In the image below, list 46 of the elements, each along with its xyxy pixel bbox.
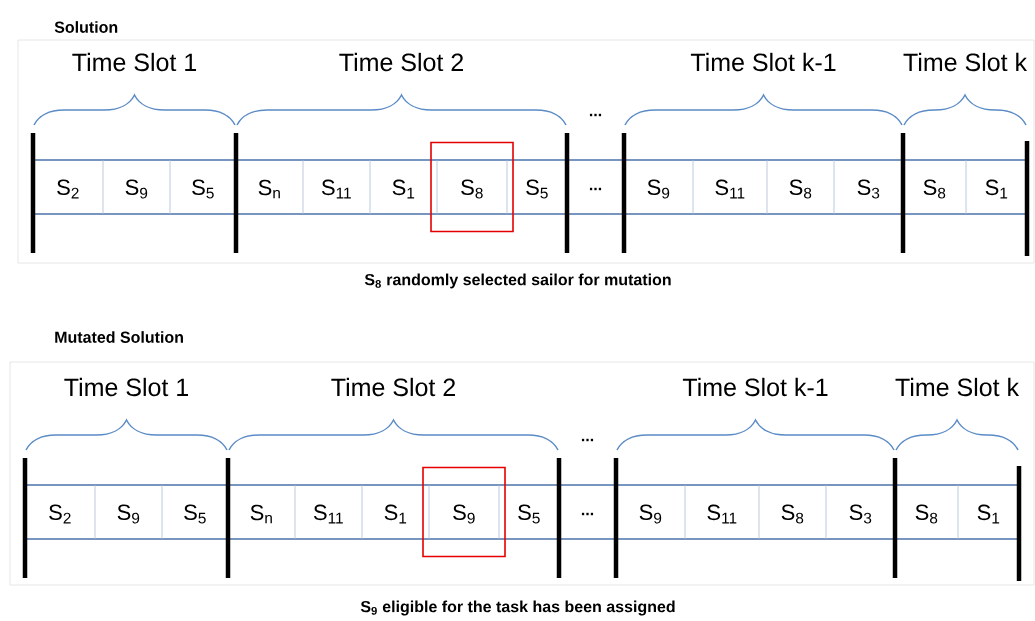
sailor-cell: S$_{11}$ <box>715 179 745 199</box>
sailor-cell: S$_{9}$ <box>117 504 140 524</box>
panel-caption: S$_{9}$ eligible for the task has been assigned <box>360 600 675 616</box>
node-label: Mutated Solution <box>55 331 183 343</box>
sailor-cell: S$_{8}$ <box>781 504 804 524</box>
slot-label: Time Slot 1 <box>64 377 188 397</box>
sailor-cell: S$_{8}$ <box>915 504 938 524</box>
sailor-cell: S$_{11}$ <box>707 504 737 524</box>
sailor-cell: S$_{9}$ <box>125 179 148 199</box>
ellipsis: ... <box>581 438 594 442</box>
sailor-cell: S$_{3}$ <box>849 504 872 524</box>
sailor-cell: S$_{2}$ <box>49 504 71 524</box>
sailor-cell: S$_{n}$ <box>250 504 272 524</box>
slot-label: Time Slot 2 <box>339 52 463 72</box>
sailor-cell: S$_{5}$ <box>518 504 540 524</box>
sailor-cell: S$_{3}$ <box>857 179 880 199</box>
sailor-cell: S$_{5}$ <box>192 179 214 199</box>
highlight-box <box>422 466 506 558</box>
sailor-cell: S$_{5}$ <box>184 504 206 524</box>
sailor-cell: S$_{1}$ <box>392 179 415 199</box>
ellipsis: ... <box>589 187 602 191</box>
node-label: Solution <box>54 21 118 33</box>
sailor-cell: S$_{1}$ <box>384 504 407 524</box>
slot-label: Time Slot k-1 <box>682 377 828 397</box>
sailor-cell: S$_{9}$ <box>639 504 662 524</box>
slot-label: Time Slot 2 <box>331 377 455 397</box>
sailor-cell: S$_{2}$ <box>57 179 79 199</box>
sailor-cell: S$_{1}$ <box>977 504 1000 524</box>
sailor-cell: S$_{11}$ <box>321 179 351 199</box>
slot-label: Time Slot k <box>903 52 1028 72</box>
sailor-cell: S$_{9}$ <box>453 504 475 524</box>
slot-label: Time Slot k-1 <box>690 52 836 72</box>
ellipsis: ... <box>581 512 594 516</box>
sailor-cell: S$_{8}$ <box>461 179 483 199</box>
highlight-box <box>430 141 514 233</box>
sailor-cell: S$_{1}$ <box>985 179 1008 199</box>
slot-label: Time Slot k <box>895 377 1020 397</box>
sailor-cell: S$_{11}$ <box>313 504 343 524</box>
sailor-cell: S$_{9}$ <box>647 179 670 199</box>
ellipsis: ... <box>589 113 602 117</box>
sailor-cell: S$_{n}$ <box>258 179 280 199</box>
sailor-cell: S$_{5}$ <box>526 179 548 199</box>
sailor-cell: S$_{8}$ <box>923 179 946 199</box>
slot-label: Time Slot 1 <box>72 52 196 72</box>
panel-caption: S$_{8}$ randomly selected sailor for mutation <box>364 273 671 289</box>
sailor-cell: S$_{8}$ <box>789 179 812 199</box>
